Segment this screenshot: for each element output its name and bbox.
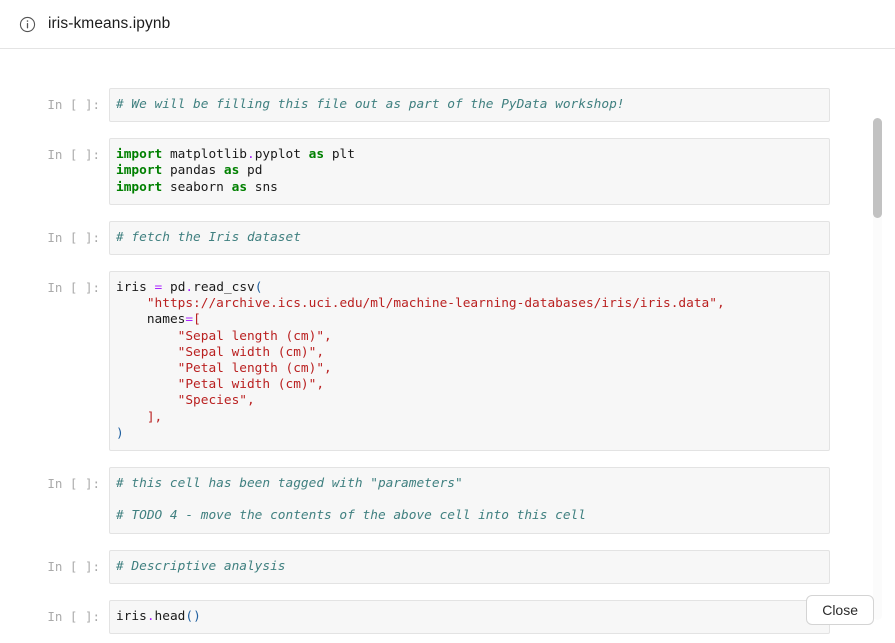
notebook-cell[interactable]: In [ ]: # fetch the Iris dataset # fetch… xyxy=(0,220,895,256)
notebook-cell[interactable]: In [ ]: # Descriptive analysis # Descrip… xyxy=(0,549,895,584)
notebook-cell-list: In [ ]: # We will be filling this file o… xyxy=(0,50,895,635)
cell-editor-comment-intro[interactable]: # We will be filling this file out as pa… xyxy=(109,88,830,123)
cell-editor-comment-fetch[interactable]: # fetch the Iris dataset # fetch the Iri… xyxy=(109,220,830,256)
notebook-cell[interactable]: In [ ]: # this cell has been tagged with… xyxy=(0,467,895,534)
cell-source-rendered: # fetch the Iris dataset xyxy=(116,229,301,245)
cell-editor-comment-descriptive[interactable]: # Descriptive analysis # Descriptive ana… xyxy=(109,549,830,584)
cell-source-rendered: # We will be filling this file out as pa… xyxy=(116,97,625,112)
cell-prompt: In [ ]: xyxy=(47,280,100,296)
cell-source-rendered: iris = pd.read_csv( "https://archive.ics… xyxy=(116,280,725,441)
cell-source-rendered: iris.head() xyxy=(116,608,201,624)
cell-prompt: In [ ]: xyxy=(47,476,100,492)
notebook-scroll-area[interactable]: In [ ]: # We will be filling this file o… xyxy=(0,50,895,643)
cell-editor-head[interactable]: iris.head() iris.head() xyxy=(109,599,830,635)
close-button[interactable]: Close xyxy=(806,595,874,625)
cell-editor-imports[interactable]: import matplotlib.pyplot as plt import p… xyxy=(109,138,830,205)
cell-prompt: In [ ]: xyxy=(47,558,100,574)
cell-prompt: In [ ]: xyxy=(47,608,100,624)
info-circle-icon xyxy=(19,16,36,33)
notebook-cell[interactable]: In [ ]: # We will be filling this file o… xyxy=(0,88,895,123)
notebook-cell[interactable]: In [ ]: import matplotlib.pyplot as plt … xyxy=(0,138,895,205)
cell-source-rendered: import matplotlib.pyplot as plt import p… xyxy=(116,147,355,195)
cell-prompt: In [ ]: xyxy=(47,97,100,112)
titlebar: iris-kmeans.ipynb xyxy=(0,0,895,49)
notebook-cell[interactable]: In [ ]: iris.head() iris.head() xyxy=(0,599,895,635)
cell-prompt: In [ ]: xyxy=(47,229,100,245)
vertical-scrollbar-track[interactable] xyxy=(873,118,882,620)
cell-editor-parameters-todo[interactable]: # this cell has been tagged with "parame… xyxy=(109,467,830,534)
cell-source-rendered: # this cell has been tagged with "parame… xyxy=(116,476,586,524)
notebook-cell[interactable]: In [ ]: iris = pd.read_csv( "https://arc… xyxy=(0,271,895,452)
cell-source-rendered: # Descriptive analysis xyxy=(116,558,286,574)
page-title: iris-kmeans.ipynb xyxy=(48,15,171,32)
cell-editor-read-csv[interactable]: iris = pd.read_csv( "https://archive.ics… xyxy=(109,271,830,452)
vertical-scrollbar-thumb[interactable] xyxy=(873,118,882,219)
cell-prompt: In [ ]: xyxy=(47,147,100,163)
info-circle-icon-svg xyxy=(19,16,36,32)
